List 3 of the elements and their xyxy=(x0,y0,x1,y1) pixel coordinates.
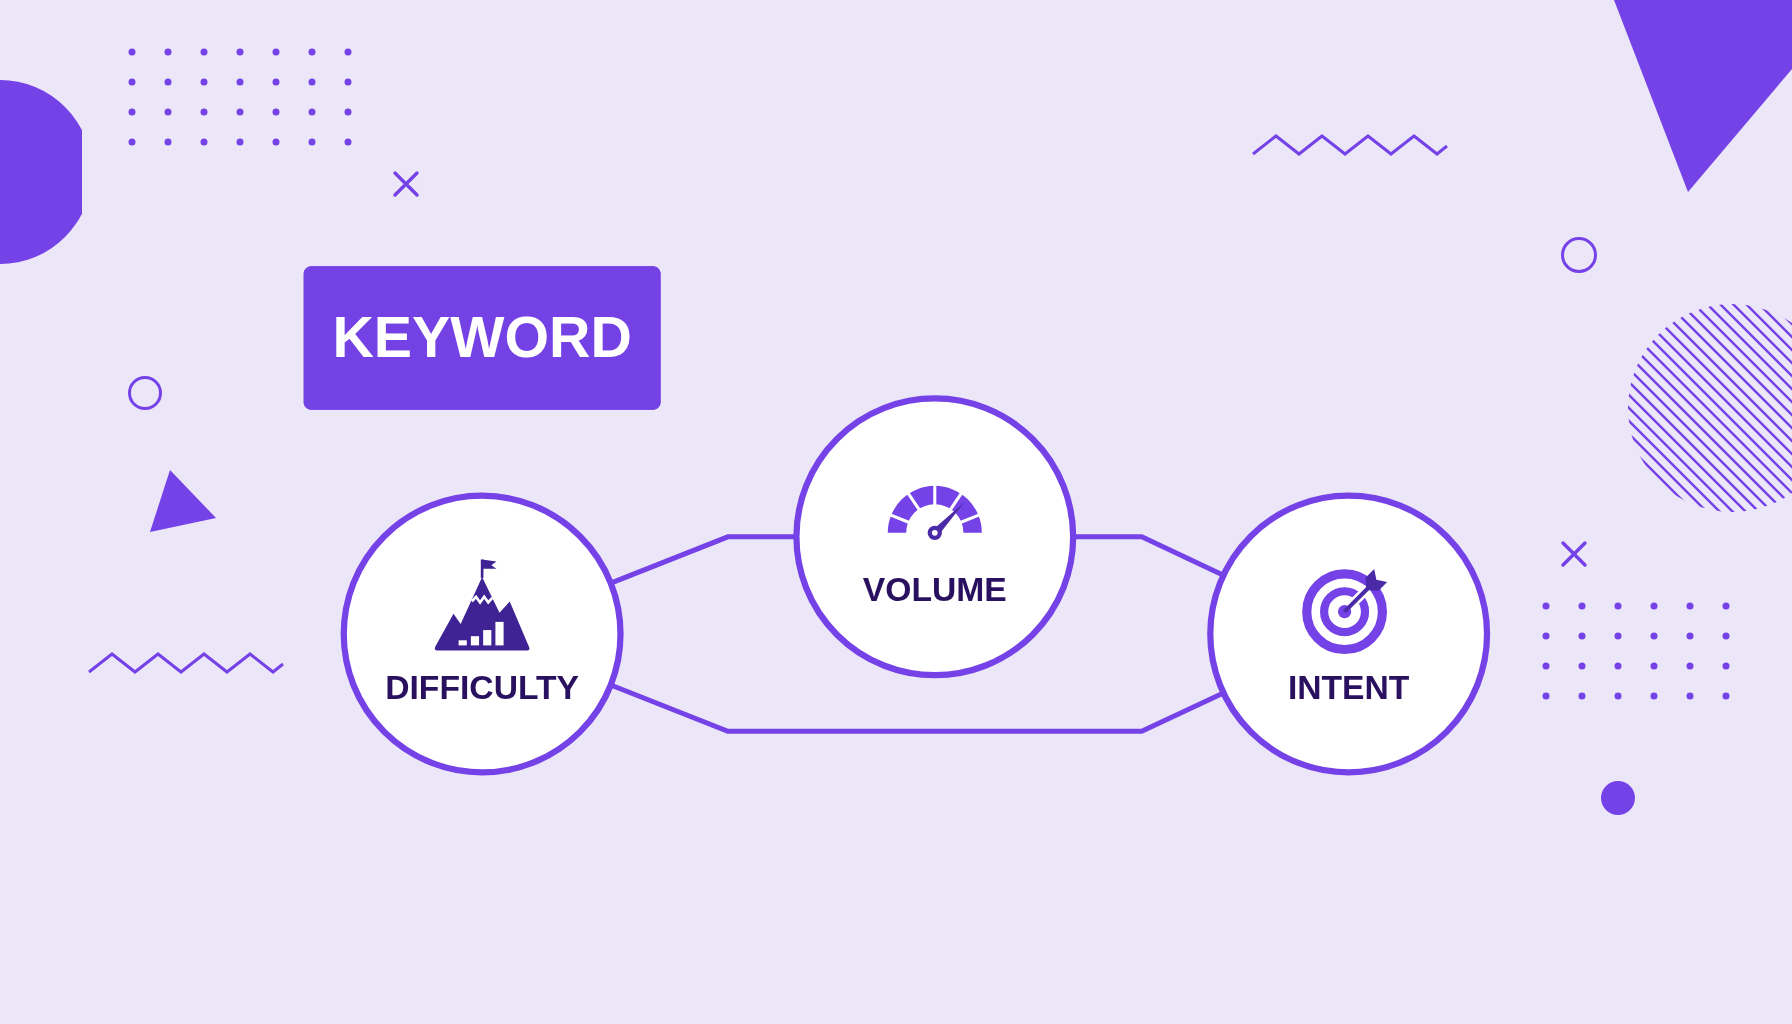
node-circle: INTENT xyxy=(1207,492,1491,776)
node-circle: DIFFICULTY xyxy=(340,492,624,776)
node-circle: VOLUME xyxy=(793,395,1077,679)
